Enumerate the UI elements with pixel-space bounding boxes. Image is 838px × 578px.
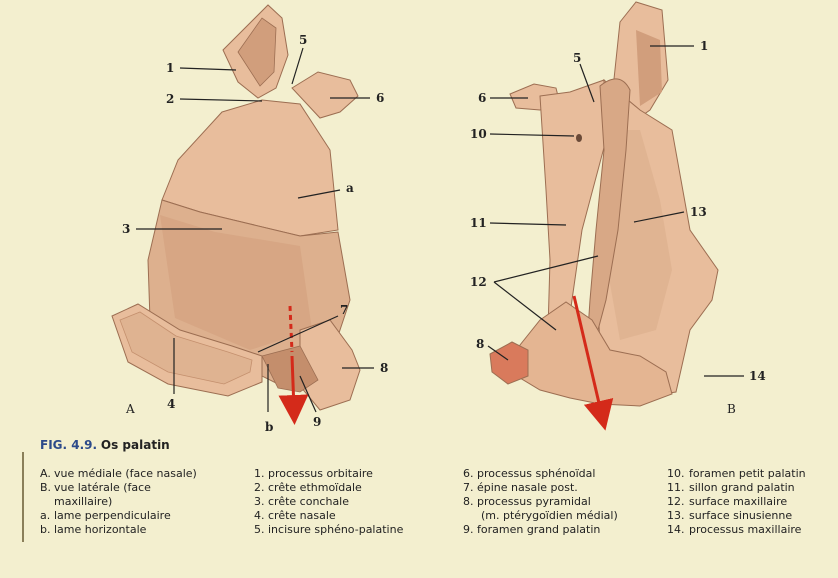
legend-text: sillon grand palatin <box>689 481 795 494</box>
legend-item: 12. surface maxillaire <box>667 495 806 509</box>
legend-column-views: A.vue médiale (face nasale)B.vue latéral… <box>40 467 197 537</box>
legend-item: 8.processus pyramidal <box>463 495 618 509</box>
legend-key: 4. <box>254 509 265 522</box>
legend-key: B. <box>40 481 52 494</box>
legend-text: processus maxillaire <box>689 523 802 536</box>
legend-item: 4.crête nasale <box>254 509 403 523</box>
view-b-illustration <box>489 1 719 431</box>
legend-text: lame perpendiculaire <box>54 509 171 522</box>
callout-a-9: 9 <box>313 415 321 429</box>
view-b-callouts: 1 5 6 10 11 13 12 8 14 B <box>470 39 766 416</box>
legend-text: foramen petit palatin <box>689 467 806 480</box>
legend-key: b. <box>40 523 51 536</box>
callout-a-8: 8 <box>380 361 388 375</box>
legend-text: foramen grand palatin <box>477 523 601 536</box>
callout-b-11: 11 <box>470 216 487 230</box>
legend-key <box>40 495 54 509</box>
callout-b-12: 12 <box>470 275 487 289</box>
legend-text: (m. ptérygoïdien médial) <box>481 509 618 522</box>
view-label-b: B <box>727 402 736 416</box>
legend-text: crête conchale <box>268 495 350 508</box>
legend-text: vue latérale (face <box>54 481 151 494</box>
callout-b-5: 5 <box>573 51 581 65</box>
legend-key: 14. <box>667 523 685 536</box>
legend-text: surface sinusienne <box>689 509 793 522</box>
legend-item: 6.processus sphénoïdal <box>463 467 618 481</box>
view-label-a: A <box>125 402 135 416</box>
legend-key: 12. <box>667 495 685 508</box>
legend-key: 2. <box>254 481 265 494</box>
legend-key: A. <box>40 467 51 480</box>
callout-a-2: 2 <box>166 92 174 106</box>
legend-item: a.lame perpendiculaire <box>40 509 197 523</box>
callout-a-6: 6 <box>376 91 384 105</box>
legend-key: 3. <box>254 495 265 508</box>
figure-title: FIG. 4.9. Os palatin <box>40 438 170 452</box>
callout-a-a: a <box>346 181 354 195</box>
legend-text: surface maxillaire <box>689 495 788 508</box>
caption-divider <box>22 452 24 542</box>
callout-b-14: 14 <box>749 369 766 383</box>
legend-item: 13. surface sinusienne <box>667 509 806 523</box>
figure-number: FIG. 4.9. <box>40 438 98 452</box>
legend-text: processus sphénoïdal <box>477 467 596 480</box>
legend-text: vue médiale (face nasale) <box>54 467 197 480</box>
legend-item: 11. sillon grand palatin <box>667 481 806 495</box>
callout-a-1: 1 <box>166 61 174 75</box>
legend-key: a. <box>40 509 51 522</box>
legend-key: 5. <box>254 523 265 536</box>
legend-text: lame horizontale <box>54 523 147 536</box>
legend-key: 10. <box>667 467 685 480</box>
legend-item: 5.incisure sphéno-palatine <box>254 523 403 537</box>
legend-key <box>463 509 477 523</box>
legend-text: maxillaire) <box>54 495 113 508</box>
legend-text: processus pyramidal <box>477 495 591 508</box>
legend-item: maxillaire) <box>40 495 197 509</box>
callout-b-1: 1 <box>700 39 708 53</box>
legend-key: 13. <box>667 509 685 522</box>
callout-b-10: 10 <box>470 127 487 141</box>
legend-text: épine nasale post. <box>477 481 578 494</box>
callout-b-6: 6 <box>478 91 486 105</box>
legend-item: b.lame horizontale <box>40 523 197 537</box>
figure-name: Os palatin <box>100 438 170 452</box>
legend-item: B.vue latérale (face <box>40 481 197 495</box>
callout-a-3: 3 <box>122 222 130 236</box>
legend-item: 9.foramen grand palatin <box>463 523 618 537</box>
view-a-illustration <box>111 4 361 425</box>
legend-key: 8. <box>463 495 474 508</box>
legend-text: incisure sphéno-palatine <box>268 523 404 536</box>
legend-item: 14. processus maxillaire <box>667 523 806 537</box>
legend-item: (m. ptérygoïdien médial) <box>463 509 618 523</box>
legend-key: 11. <box>667 481 685 494</box>
callout-b-13: 13 <box>690 205 707 219</box>
callout-b-8: 8 <box>476 337 484 351</box>
legend-item: 2.crête ethmoïdale <box>254 481 403 495</box>
legend-item: 1.processus orbitaire <box>254 467 403 481</box>
callout-a-4: 4 <box>167 397 175 411</box>
legend-text: processus orbitaire <box>268 467 373 480</box>
legend-item: 3.crête conchale <box>254 495 403 509</box>
legend-item: 7.épine nasale post. <box>463 481 618 495</box>
legend-item: A.vue médiale (face nasale) <box>40 467 197 481</box>
callout-a-5: 5 <box>299 33 307 47</box>
legend-text: crête nasale <box>268 509 336 522</box>
legend-key: 7. <box>463 481 474 494</box>
callout-a-7: 7 <box>340 303 348 317</box>
legend-key: 9. <box>463 523 474 536</box>
legend-text: crête ethmoïdale <box>268 481 362 494</box>
callout-a-b: b <box>265 420 273 434</box>
legend-item: 10. foramen petit palatin <box>667 467 806 481</box>
legend-key: 1. <box>254 467 265 480</box>
view-a-callouts: 1 2 5 6 a 3 7 8 4 b 9 A <box>122 33 388 434</box>
legend-key: 6. <box>463 467 474 480</box>
legend-column-10-14: 10. foramen petit palatin 11. sillon grand … <box>667 467 806 537</box>
